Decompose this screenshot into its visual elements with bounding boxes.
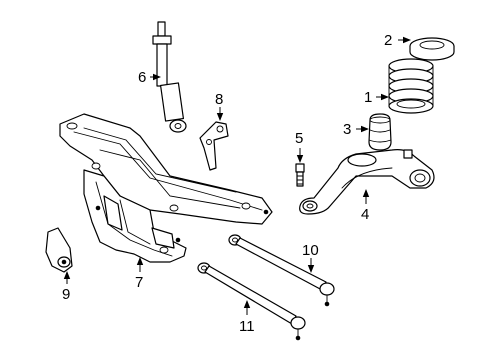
spring-insulator bbox=[409, 37, 455, 61]
callout-1: 1 bbox=[364, 89, 372, 106]
callout-10: 10 bbox=[302, 242, 319, 259]
callout-11: 11 bbox=[239, 318, 255, 335]
callout-9: 9 bbox=[62, 286, 70, 303]
upper-lateral-link bbox=[228, 234, 335, 307]
callout-8: 8 bbox=[215, 91, 223, 108]
callout-2: 2 bbox=[384, 32, 392, 49]
mounting-bracket bbox=[199, 121, 229, 171]
lower-control-arm bbox=[299, 149, 435, 215]
callout-5: 5 bbox=[295, 130, 303, 147]
callout-3: 3 bbox=[343, 121, 351, 138]
lower-lateral-link bbox=[197, 262, 306, 341]
callout-6: 6 bbox=[138, 69, 146, 86]
callout-7: 7 bbox=[135, 274, 143, 291]
bolt bbox=[295, 163, 305, 187]
shock-absorber bbox=[152, 21, 187, 133]
callout-4: 4 bbox=[361, 206, 369, 223]
bump-stop bbox=[368, 113, 392, 151]
rear-subframe bbox=[59, 113, 273, 263]
coil-spring bbox=[388, 58, 434, 114]
lower-bracket bbox=[45, 227, 73, 273]
